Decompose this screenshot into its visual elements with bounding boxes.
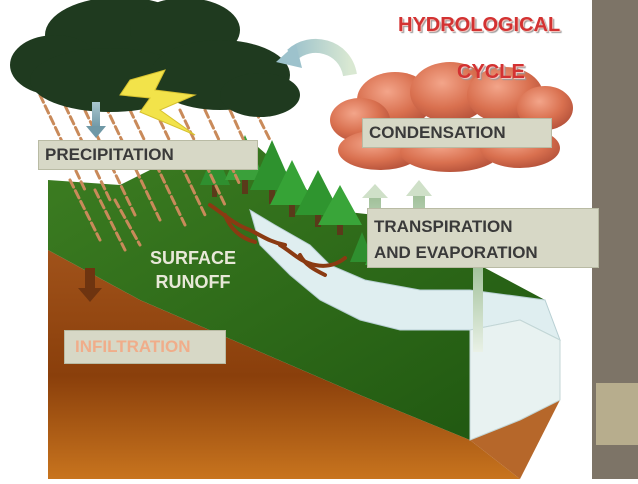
tree-icon xyxy=(250,140,294,204)
tree-icon xyxy=(318,185,362,235)
rain-cloud-icon xyxy=(330,62,573,172)
title-line-1: HYDROLOGICAL xyxy=(398,14,561,36)
grass-surface xyxy=(48,140,545,440)
transpiration-label-line-2: AND EVAPORATION xyxy=(374,243,538,262)
tree-icon xyxy=(270,160,314,217)
surface-runoff-line-2: RUNOFF xyxy=(155,272,231,292)
surface-runoff-label: SURFACE RUNOFF xyxy=(150,246,236,294)
surface-runoff-line-1: SURFACE xyxy=(150,248,237,268)
infiltration-label: INFILTRATION xyxy=(64,330,226,364)
precipitation-label: PRECIPITATION xyxy=(38,140,258,170)
tree-icon xyxy=(295,170,341,227)
transpiration-label-line-1: TRANSPIRATION xyxy=(374,217,513,236)
transpiration-evaporation-label: TRANSPIRATION AND EVAPORATION xyxy=(367,208,599,268)
lightning-icon xyxy=(119,69,197,136)
runoff-streams xyxy=(208,203,347,277)
arrow-up-icon xyxy=(473,262,483,352)
storm-cloud-icon xyxy=(10,0,300,117)
title-line-2: CYCLE xyxy=(457,61,525,83)
curved-arrow-icon xyxy=(276,39,357,77)
soil-layer xyxy=(48,250,520,479)
water-block-side xyxy=(469,319,561,441)
side-panel-accent xyxy=(596,383,638,445)
arrow-down-icon xyxy=(78,268,102,302)
arrow-down-icon xyxy=(86,102,106,138)
condensation-label: CONDENSATION xyxy=(362,118,552,148)
land-block xyxy=(48,140,561,479)
